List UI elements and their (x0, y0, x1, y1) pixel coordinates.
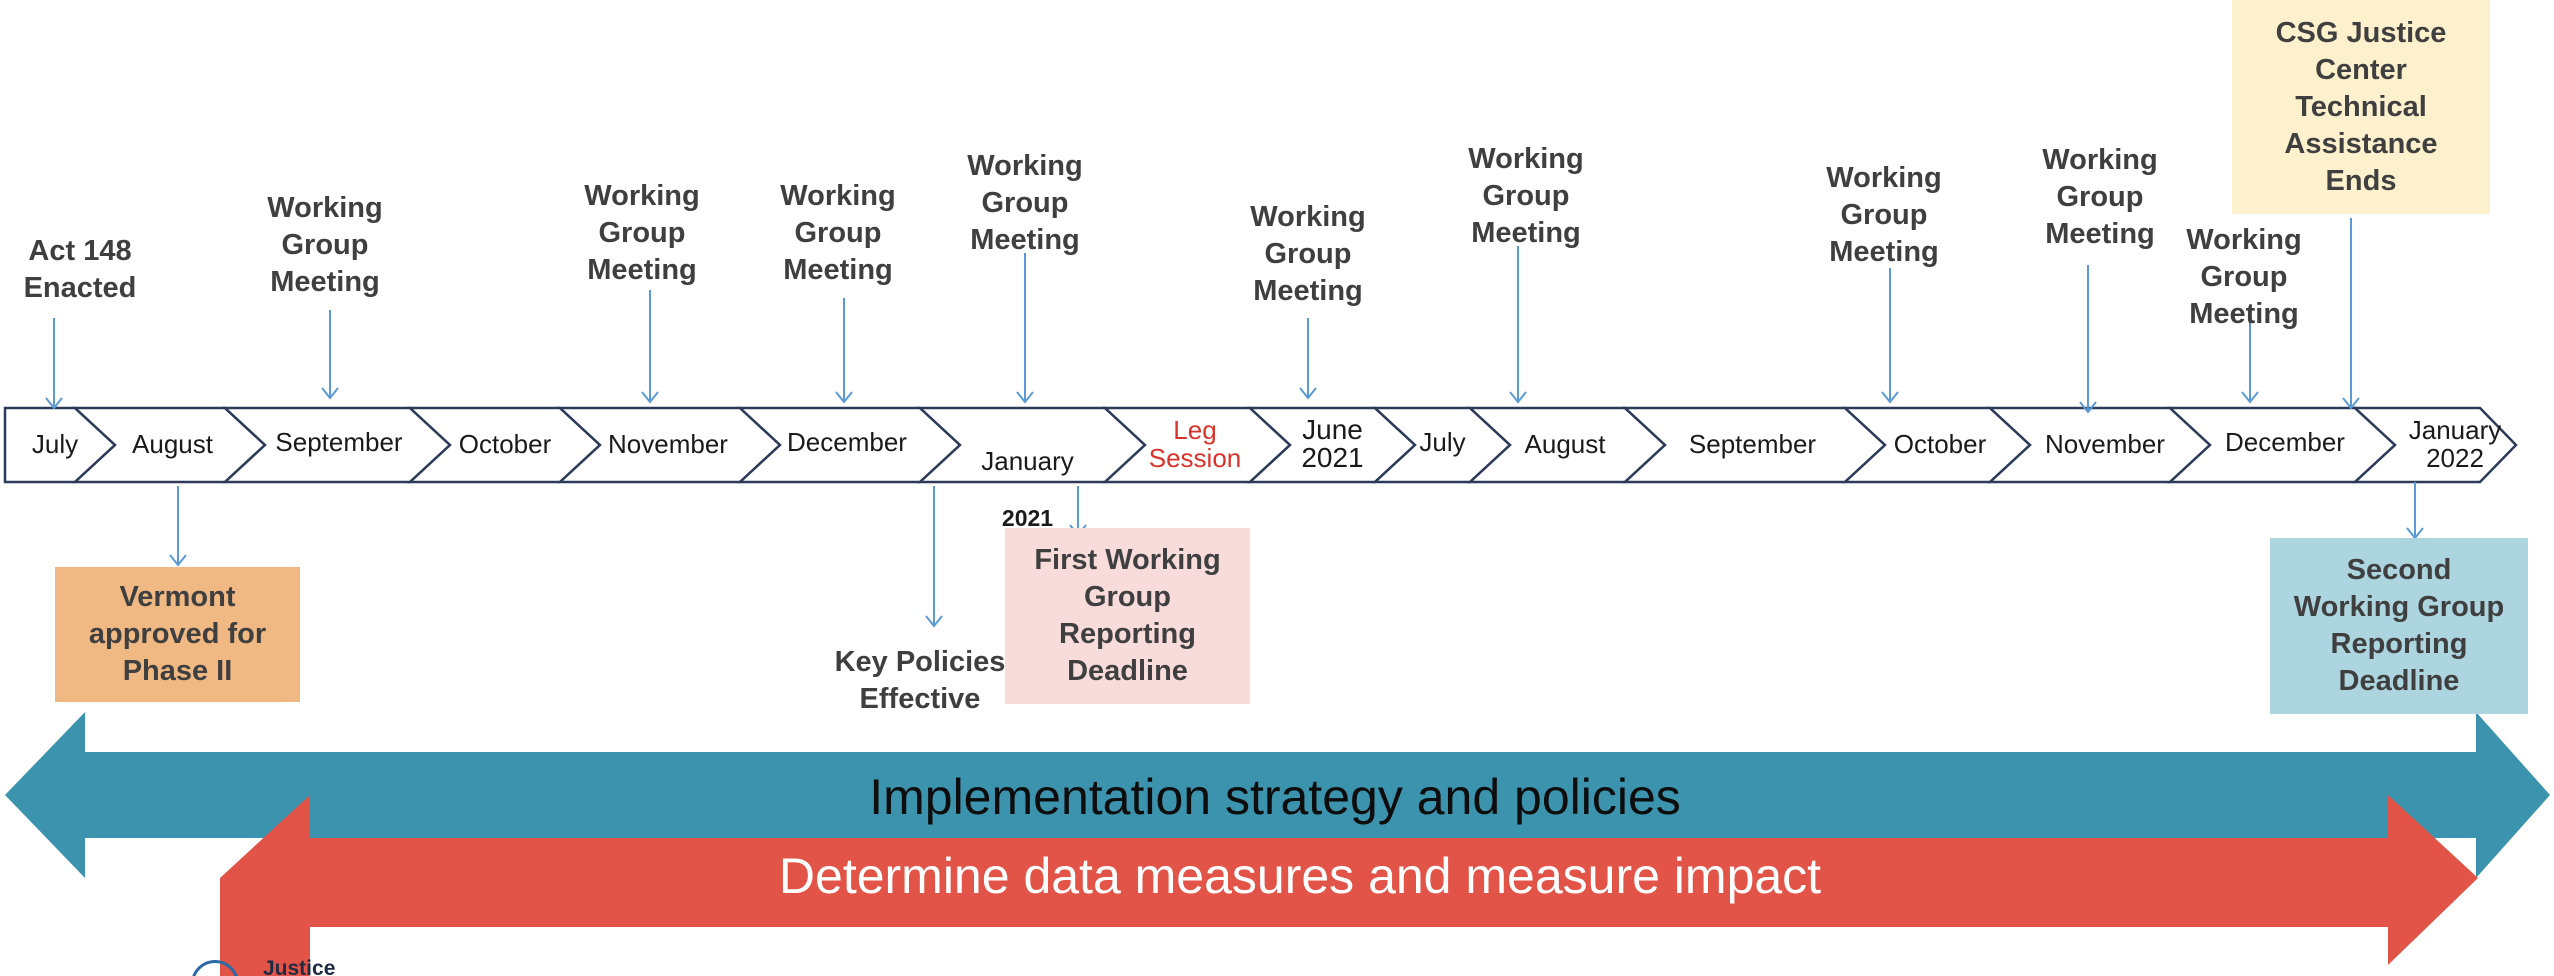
month-september-2021: September (1688, 429, 1817, 459)
event-second-reporting-deadline: Second Working Group Reporting Deadline (2270, 538, 2528, 714)
month-august-2020: August (132, 429, 213, 459)
connector-csg-head (2342, 397, 2360, 410)
event-first-reporting-deadline: First Working Group Reporting Deadline (1005, 528, 1250, 704)
connector-vermont-head (169, 554, 187, 567)
event-working-group-meeting-2: Working Group Meeting (584, 180, 700, 286)
event-working-group-meeting-7: Working Group Meeting (1826, 162, 1942, 268)
event-working-group-meeting-6: Working Group Meeting (1468, 143, 1584, 249)
logo-text: Justice (263, 957, 336, 976)
month-january-2021-label: January (981, 446, 1074, 476)
month-july-2021: July (1419, 427, 1466, 457)
event-working-group-meeting-4: Working Group Meeting (967, 150, 1083, 256)
month-october-2021: October (1893, 429, 1987, 459)
timeline-chevron-16 (2351, 406, 2518, 484)
month-july-2020: July (31, 429, 79, 459)
connector-wg-8-head (2079, 401, 2097, 414)
event-working-group-meeting-1: Working Group Meeting (267, 192, 383, 298)
month-november-2020: November (608, 429, 728, 459)
connector-wg-9-head (2241, 391, 2259, 404)
connector-wg-1-head (321, 387, 339, 400)
connector-wg-7-head (1881, 391, 1899, 404)
month-june-2021: June 2021 (1301, 414, 1364, 473)
month-january-2022: January 2022 (2408, 415, 2502, 473)
justice-center-logo-icon (191, 960, 239, 976)
event-key-policies-effective: Key Policies Effective (834, 646, 1006, 715)
event-vermont-approved-phase-2: Vermont approved for Phase II (55, 567, 300, 702)
event-csg-technical-assistance-ends: CSG Justice Center Technical Assistance … (2232, 0, 2490, 214)
connector-key-policies-head (925, 615, 943, 628)
event-working-group-meeting-8: Working Group Meeting (2042, 144, 2158, 250)
band-data-measures-label: Determine data measures and measure impa… (778, 848, 1822, 904)
band-implementation-label: Implementation strategy and policies (869, 769, 1681, 825)
month-october-2020: October (458, 429, 552, 459)
implementation-band-arrow (5, 712, 2550, 878)
data-measures-band-arrow (220, 795, 2478, 976)
event-working-group-meeting-9: Working Group Meeting (2186, 224, 2302, 330)
month-december-2021: December (2225, 427, 2345, 457)
connector-act-148-head (45, 397, 63, 410)
month-december-2020: December (787, 427, 907, 457)
month-september-2020: September (275, 427, 403, 457)
connector-wg-3-head (835, 391, 853, 404)
connector-wg-6-head (1509, 391, 1527, 404)
month-november-2021: November (2045, 429, 2165, 459)
event-working-group-meeting-5: Working Group Meeting (1250, 201, 1366, 307)
connector-wg-5-head (1299, 387, 1317, 400)
connector-wg-4-head (1016, 391, 1034, 404)
event-working-group-meeting-3: Working Group Meeting (780, 180, 896, 286)
month-leg-session: Leg Session (1148, 415, 1242, 473)
connector-wg-2-head (641, 391, 659, 404)
justice-center-logo: Justice (185, 956, 365, 976)
month-january-2021-year: 2021 (1001, 505, 1054, 531)
event-act-148-enacted: Act 148 Enacted (23, 235, 137, 304)
month-august-2021: August (1524, 429, 1606, 459)
month-january-2021: January 2021 (945, 419, 1110, 532)
